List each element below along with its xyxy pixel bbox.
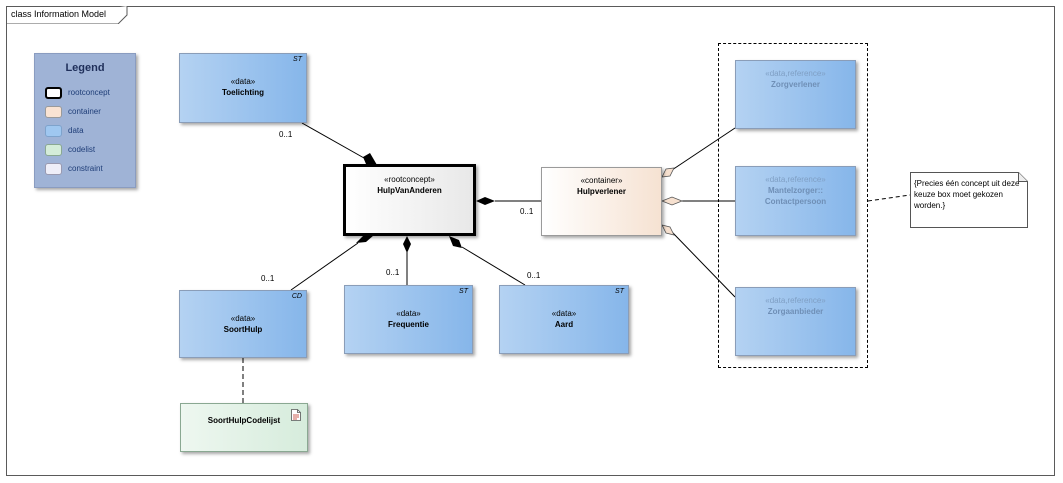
legend: Legend rootconcept container data codeli…: [34, 53, 136, 188]
note-shape: [910, 172, 1028, 228]
class-name: HulpVanAnderen: [377, 186, 442, 195]
legend-label: constraint: [68, 164, 103, 173]
class-mantelzorger-contactpersoon[interactable]: «data,reference» Mantelzorger:: Contactp…: [735, 166, 856, 236]
class-stereotype: «data,reference»: [765, 69, 826, 78]
class-name: Hulpverlener: [577, 187, 626, 196]
document-icon: [291, 409, 301, 421]
class-stereotype: «data,reference»: [765, 296, 826, 305]
class-name: SoortHulp: [223, 325, 263, 334]
diamond-aard: [449, 236, 462, 248]
diamond-frequentie: [403, 236, 411, 253]
legend-swatch-codelist: [45, 144, 62, 156]
class-toelichting[interactable]: ST «data» Toelichting: [179, 53, 307, 123]
note-text: {Precies één concept uit deze keuze box …: [914, 179, 1020, 210]
constraint-note[interactable]: {Precies één concept uit deze keuze box …: [910, 172, 1028, 228]
connector-note: [867, 194, 911, 202]
class-stereotype: «data»: [396, 309, 421, 318]
legend-label: codelist: [68, 145, 96, 154]
frame-tab-outline: [6, 6, 128, 24]
class-name: Frequentie: [388, 320, 429, 329]
class-soorthulp[interactable]: CD «data» SoortHulp: [179, 290, 307, 358]
class-frequentie[interactable]: ST «data» Frequentie: [344, 285, 473, 354]
class-stereotype: «data,reference»: [765, 175, 826, 184]
class-name-line1: Mantelzorger::: [767, 186, 824, 195]
class-soorthulpcodelijst[interactable]: SoortHulpCodelijst: [180, 403, 308, 452]
class-corner-tag: CD: [291, 293, 302, 300]
connector-zorgverlener: [671, 127, 736, 171]
diamond-soorthulp: [356, 235, 374, 243]
diamond-hulpverlener: [476, 197, 495, 205]
multiplicity-aard: 0..1: [527, 271, 541, 280]
multiplicity-frequentie: 0..1: [386, 268, 400, 277]
class-name: Aard: [554, 320, 574, 329]
class-name: SoortHulpCodelijst: [207, 416, 281, 425]
class-stereotype: «data»: [230, 77, 256, 86]
diagram-frame: [6, 6, 1055, 476]
connector-zorgaanbieder: [671, 231, 736, 298]
legend-label: container: [68, 107, 101, 116]
class-name: Toelichting: [221, 88, 265, 97]
choice-box: [718, 43, 868, 368]
class-hulpverlener[interactable]: «container» Hulpverlener: [541, 167, 662, 236]
class-corner-tag: ST: [293, 56, 302, 63]
legend-label: data: [68, 126, 84, 135]
class-corner-tag: ST: [615, 288, 624, 295]
class-stereotype: «data»: [230, 314, 256, 323]
class-name: Zorgverlener: [771, 80, 820, 89]
diamond-toelichting: [363, 153, 377, 165]
legend-swatch-constraint: [45, 163, 62, 175]
class-corner-tag: ST: [459, 288, 468, 295]
class-name: Zorgaanbieder: [767, 307, 824, 316]
multiplicity-toelichting: 0..1: [279, 130, 293, 139]
class-stereotype: «rootconcept»: [384, 175, 435, 184]
frame-title: class Information Model: [11, 9, 107, 19]
legend-label: rootconcept: [68, 88, 110, 97]
class-hulpvananderen[interactable]: «rootconcept» HulpVanAnderen: [343, 164, 476, 236]
class-aard[interactable]: ST «data» Aard: [499, 285, 629, 354]
multiplicity-soorthulp: 0..1: [261, 274, 275, 283]
hollow-diamond-mantelzorger: [660, 196, 684, 206]
connector-soorthulp: [290, 242, 359, 291]
hollow-diamond-zorgaanbieder: [661, 224, 675, 236]
legend-swatch-data: [45, 125, 62, 137]
class-stereotype: «data»: [551, 309, 577, 318]
legend-swatch-container: [45, 106, 62, 118]
frame-tab: [6, 6, 128, 24]
connector-toelichting: [301, 122, 365, 159]
class-zorgverlener[interactable]: «data,reference» Zorgverlener: [735, 60, 856, 129]
legend-swatch-rootconcept: [45, 87, 62, 99]
connector-aard: [461, 246, 526, 286]
multiplicity-hulpverlener: 0..1: [520, 207, 534, 216]
class-stereotype: «container»: [580, 176, 623, 185]
hollow-diamond-zorgverlener: [661, 167, 675, 178]
class-name-line2: Contactpersoon: [764, 197, 827, 206]
class-zorgaanbieder[interactable]: «data,reference» Zorgaanbieder: [735, 287, 856, 356]
legend-title: Legend: [65, 62, 105, 74]
